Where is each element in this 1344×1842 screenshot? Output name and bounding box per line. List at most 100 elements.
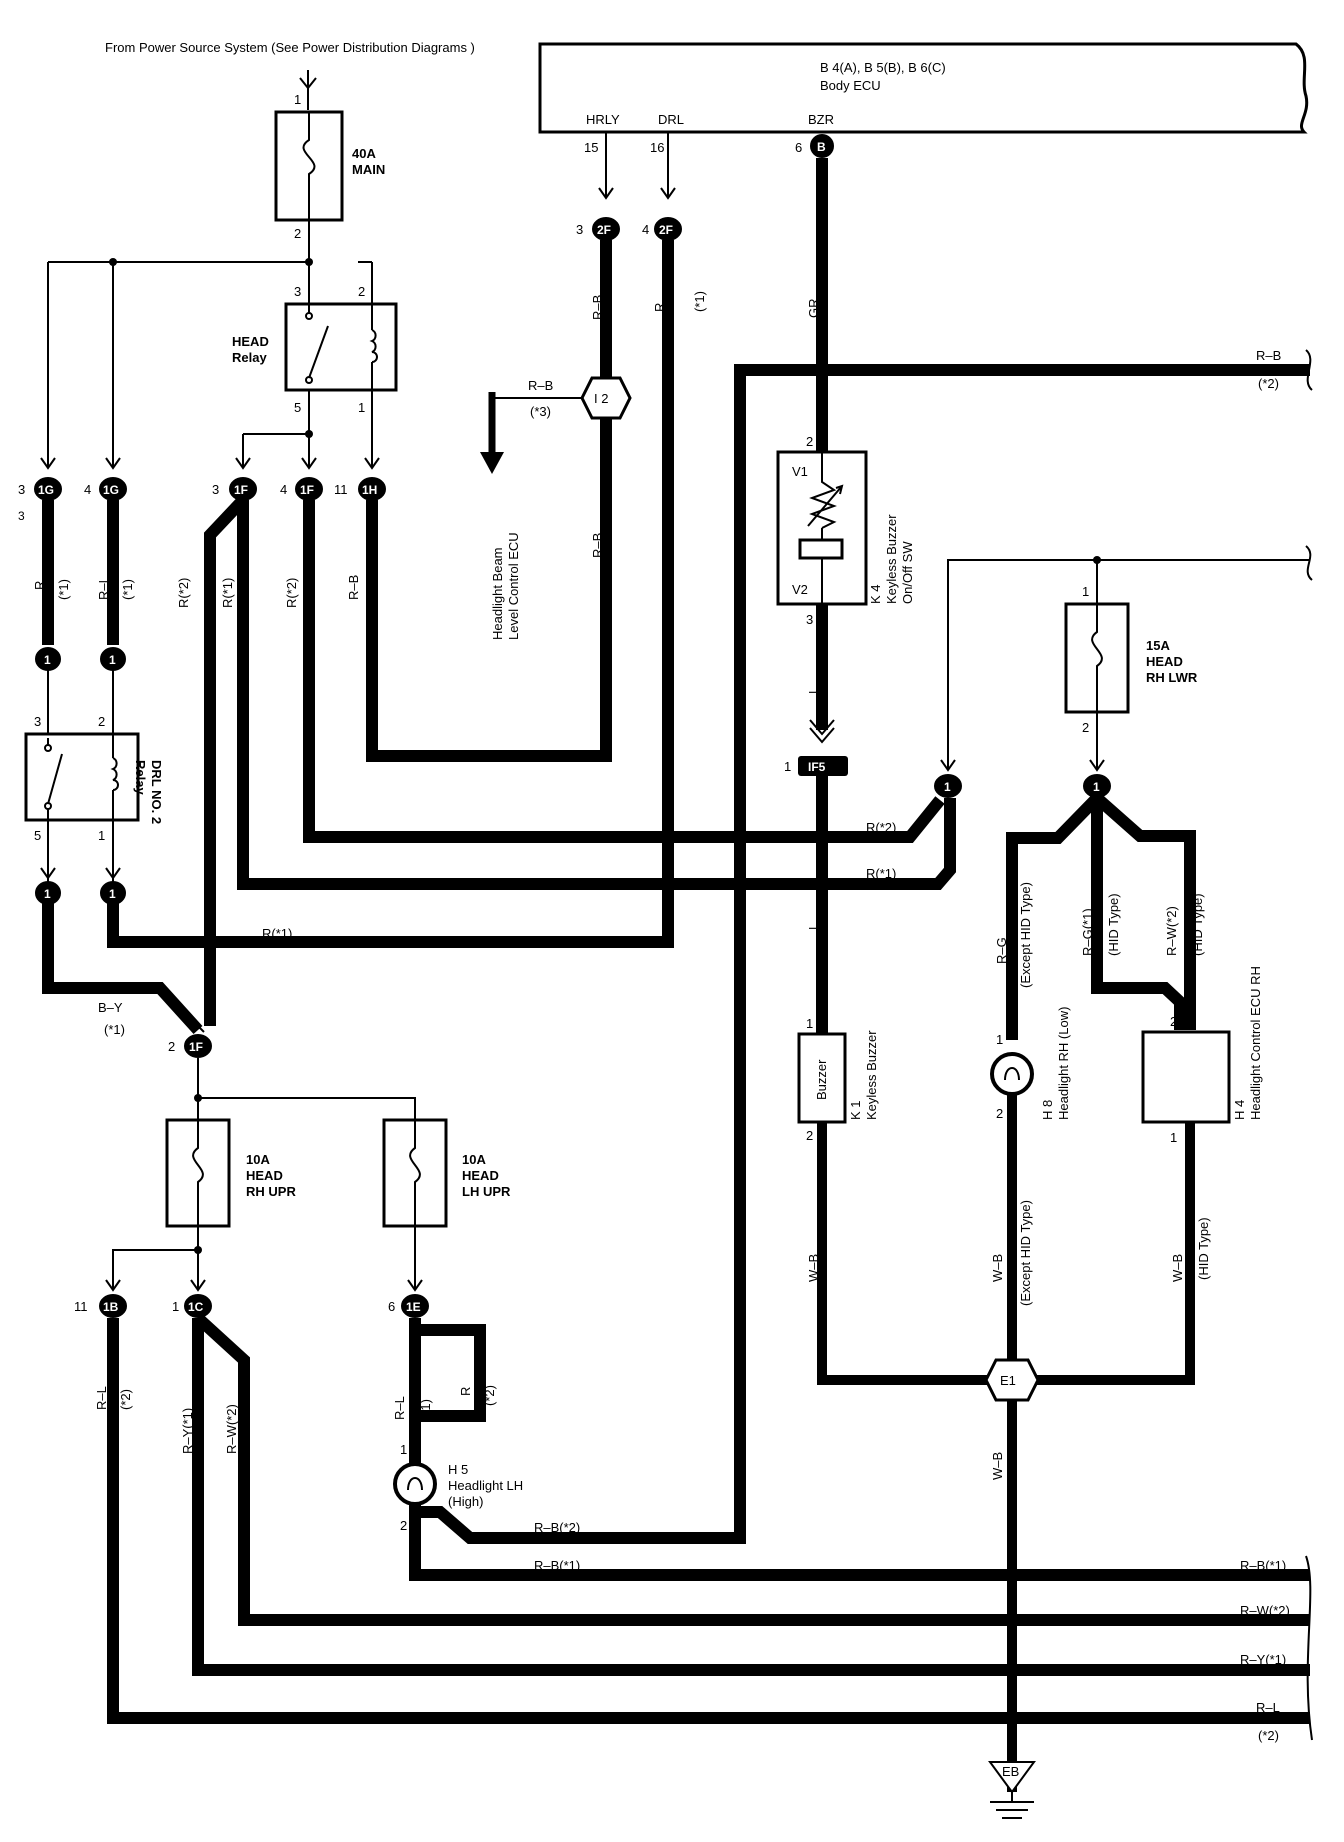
- body-ecu-code: B 4(A), B 5(B), B 6(C): [820, 60, 946, 75]
- wire-label: (HID Type): [1190, 893, 1205, 956]
- junction-i2: I 2: [580, 376, 632, 420]
- headlight-lh-label: Headlight LH: [448, 1478, 523, 1493]
- svg-text:1F: 1F: [189, 1040, 203, 1054]
- headlight-rh-low: [990, 1052, 1034, 1096]
- svg-text:1H: 1H: [362, 483, 377, 497]
- pin-label: 4: [84, 482, 91, 497]
- pin-label: 3: [576, 222, 583, 237]
- svg-text:1G: 1G: [38, 483, 54, 497]
- wire-label: (*1): [418, 1399, 433, 1420]
- junction-dot: [194, 1094, 202, 1102]
- fuse-label: HEAD: [1146, 654, 1183, 669]
- fuse-rating: 10A: [246, 1152, 270, 1167]
- fuse-head-rh-lwr: [1064, 602, 1130, 714]
- fuse-label: HEAD: [462, 1168, 499, 1183]
- wire-label: (HID Type): [1106, 893, 1121, 956]
- wire-label: W–B: [806, 1254, 821, 1282]
- wire-label: R–L: [1256, 1700, 1280, 1715]
- wire-label: (*1): [120, 579, 135, 600]
- headlight-lh-label: (High): [448, 1494, 483, 1509]
- wire-label: L: [806, 923, 821, 930]
- fuse-rating: 10A: [462, 1152, 486, 1167]
- wire-label: W–B: [990, 1254, 1005, 1282]
- wire: [112, 1226, 416, 1290]
- wire-label: R–W(*2): [1164, 906, 1179, 956]
- svg-text:1E: 1E: [406, 1300, 421, 1314]
- drl-relay-label: Relay: [133, 760, 148, 795]
- arrow-heads: [940, 759, 956, 772]
- wire-label: R–Y(*1): [1240, 1652, 1286, 1667]
- wire: [47, 670, 114, 738]
- connector-b-6: B: [810, 134, 834, 158]
- fuse-label: HEAD: [246, 1168, 283, 1183]
- wire-label: (Except HID Type): [1018, 1200, 1033, 1306]
- svg-text:I 2: I 2: [594, 391, 608, 406]
- wire-label: R–W(*2): [1240, 1603, 1290, 1618]
- wire-label: R(*2): [176, 578, 191, 608]
- wire: [197, 1058, 416, 1120]
- arrow-heads: [191, 1024, 205, 1033]
- headlight-rh-code: H 8: [1040, 1100, 1055, 1120]
- svg-text:1: 1: [109, 653, 116, 667]
- pin-label: 1: [784, 759, 791, 774]
- headlight-rh-label: Headlight RH (Low): [1056, 1007, 1071, 1120]
- svg-text:1: 1: [944, 780, 951, 794]
- junction-dot: [194, 1246, 202, 1254]
- keyless-buzzer-label: Keyless Buzzer: [864, 1030, 879, 1120]
- wire-label: R–B: [528, 378, 553, 393]
- pin-label: 6: [388, 1299, 395, 1314]
- headlight-lh-code: H 5: [448, 1462, 468, 1477]
- connector-1g-4: 1G: [99, 477, 127, 501]
- pin-label: 15: [584, 140, 598, 155]
- pin-label: 2: [400, 1518, 407, 1533]
- keyless-buzzer-code: K 1: [848, 1100, 863, 1120]
- head-relay-label: Relay: [232, 350, 267, 365]
- wire-label: R(*1): [262, 926, 292, 941]
- pin-label: 1: [98, 828, 105, 843]
- pin-label: 3: [18, 482, 25, 497]
- wire-label: L: [806, 687, 821, 694]
- arrow-heads: [40, 457, 380, 470]
- pin-label: 1: [172, 1299, 179, 1314]
- break-mark: [1305, 545, 1313, 581]
- fuse-rating: 15A: [1146, 638, 1170, 653]
- keyless-sw-code: K 4: [868, 584, 883, 604]
- junction-dot: [1093, 556, 1101, 564]
- wire-label: W–B: [990, 1452, 1005, 1480]
- pin-label: 6: [795, 140, 802, 155]
- wire-label: R–G(*1): [1080, 908, 1095, 956]
- junction-e1: E1: [984, 1358, 1040, 1402]
- wire-label: GR: [806, 299, 821, 319]
- pin-label: 3: [212, 482, 219, 497]
- connector-1e-6: 1E: [401, 1294, 429, 1318]
- pin-label: 4: [280, 482, 287, 497]
- power-source-label: From Power Source System (See Power Dist…: [105, 40, 475, 55]
- fuse-head-lh-upr: [382, 1118, 448, 1228]
- ground-label: EB: [1002, 1764, 1019, 1779]
- wire-label: R(*2): [866, 820, 896, 835]
- pin-label: 1: [358, 400, 365, 415]
- wire-label: (*2): [482, 1385, 497, 1406]
- pin-label: 3: [18, 509, 25, 523]
- fuse-label: RH UPR: [246, 1184, 296, 1199]
- connector-1-drl-out-a: 1: [35, 881, 61, 905]
- connector-1f-4: 1F: [295, 477, 323, 501]
- pin-label: 2: [98, 714, 105, 729]
- wire-label: (Except HID Type): [1018, 882, 1033, 988]
- connector-1b-11: 1B: [99, 1294, 127, 1318]
- ground-wires: [817, 1094, 1195, 1792]
- wire-label: (*1): [104, 1022, 125, 1037]
- connector-1-rh-b: 1: [1083, 774, 1111, 798]
- fuse-label: LH UPR: [462, 1184, 511, 1199]
- connector-1f-3: 1F: [229, 477, 257, 501]
- wire-label: (*1): [692, 291, 707, 312]
- wire-label: B–Y: [98, 1000, 123, 1015]
- wire: [47, 820, 114, 885]
- wire-label: R–B: [590, 295, 605, 320]
- headlight-control-ecu-rh: [1141, 1030, 1231, 1124]
- pin-label: 16: [650, 140, 664, 155]
- headlight-ecu-label: Headlight Control ECU RH: [1248, 966, 1263, 1120]
- arrow-heads: [809, 719, 835, 744]
- thick-wires: [42, 158, 1310, 1544]
- wire-label: R–B(*1): [534, 1558, 580, 1573]
